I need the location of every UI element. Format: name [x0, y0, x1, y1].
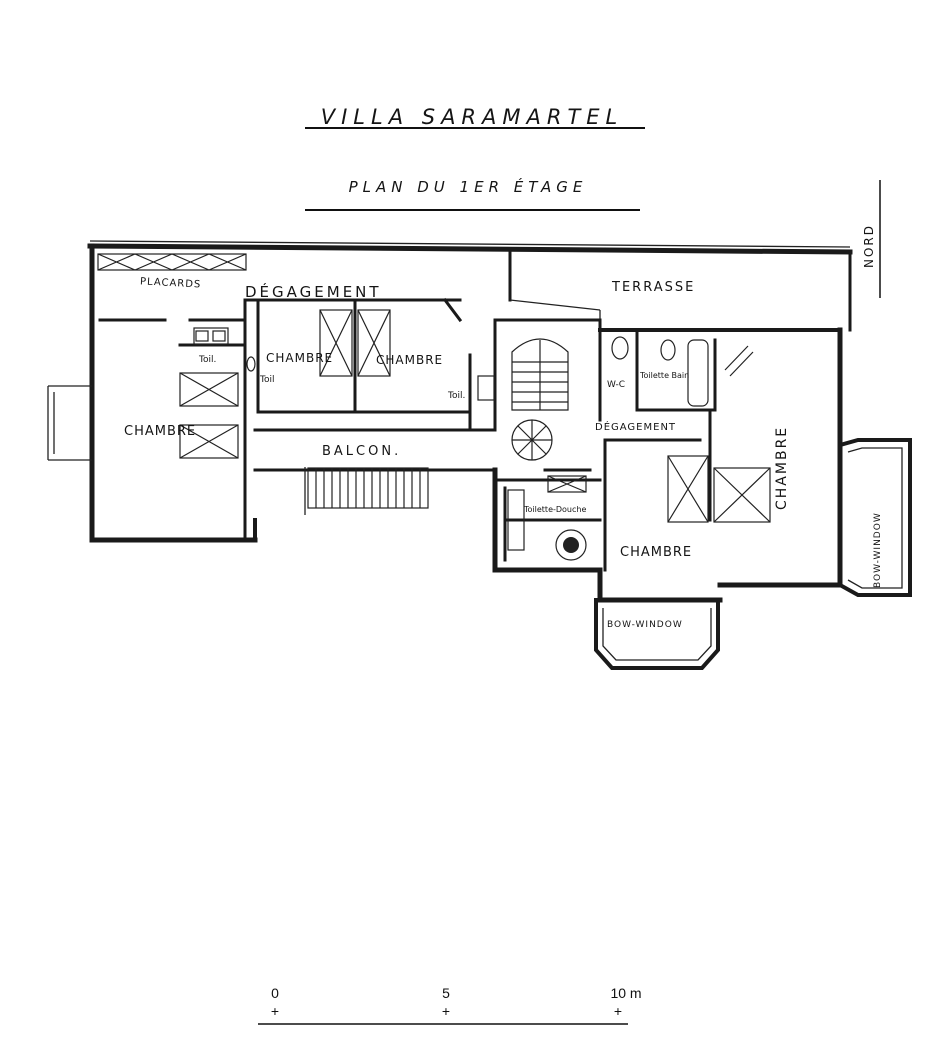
stairs: [511, 338, 569, 461]
scale-tick-5-label: 5: [442, 985, 450, 1001]
label-toil-b: Toil: [259, 375, 274, 385]
sanitary-fixtures: [193, 327, 754, 561]
label-bow-window-south: BOW-WINDOW: [607, 620, 683, 630]
label-chambre-mid2: CHAMBRE: [376, 353, 443, 367]
label-placards: PLACARDS: [140, 276, 202, 290]
label-chambre-south: CHAMBRE: [620, 545, 692, 560]
label-wc: W-C: [607, 380, 625, 390]
label-toil-a: Toil.: [198, 355, 216, 365]
scale-tick-10-mark: +: [614, 1003, 622, 1019]
plan-subtitle: PLAN DU 1ER ÉTAGE: [349, 177, 588, 196]
label-chambre-west: CHAMBRE: [124, 424, 196, 439]
scale-tick-0-label: 0: [271, 985, 279, 1001]
interior-walls: [98, 297, 717, 572]
outer-walls: [87, 240, 853, 603]
label-chambre-east: CHAMBRE: [774, 426, 790, 510]
scale-tick-0-mark: +: [271, 1003, 279, 1019]
placards-strip: [97, 253, 247, 271]
west-balcony: [47, 385, 92, 461]
label-bow-window-east: BOW-WINDOW: [873, 512, 883, 588]
bow-window-south-shape: [594, 598, 720, 670]
label-chambre-mid1: CHAMBRE: [266, 351, 333, 365]
label-degagement-top: DÉGAGEMENT: [245, 282, 382, 301]
scale-tick-10-label: 10 m: [610, 985, 641, 1001]
label-toil-c: Toil.: [447, 391, 465, 401]
label-balcon: BALCON.: [322, 444, 401, 459]
label-terrasse: TERRASSE: [611, 280, 695, 295]
room-labels: PLACARDS DÉGAGEMENT CHAMBRE Toil. Toil C…: [124, 276, 883, 630]
north-arrow: NORD: [862, 180, 881, 298]
label-toilette-bain: Toilette Bain: [639, 371, 689, 380]
closets: [179, 309, 771, 523]
north-label: NORD: [862, 224, 876, 268]
exterior-staircase: [307, 467, 429, 509]
scale-bar: 0 5 10 m + + +: [258, 985, 642, 1025]
label-toilette-douche: Toilette-Douche: [523, 505, 586, 514]
label-degagement-east: DÉGAGEMENT: [595, 420, 676, 433]
bow-window-east-shape: [837, 438, 912, 597]
scale-tick-5-mark: +: [442, 1003, 450, 1019]
plan-title: VILLA SARAMARTEL: [321, 105, 624, 129]
